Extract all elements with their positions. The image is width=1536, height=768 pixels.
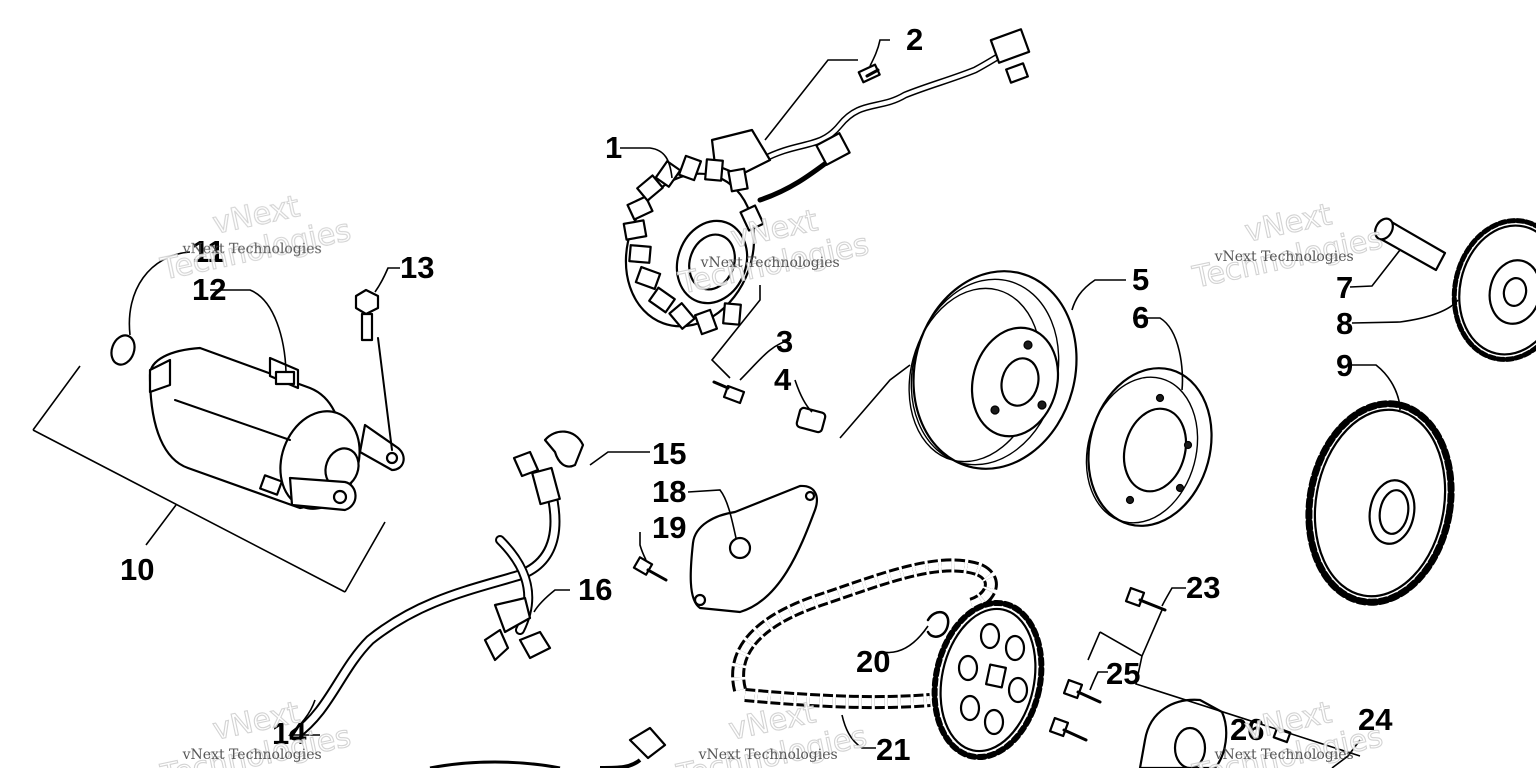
callout-21: 21 (876, 732, 910, 767)
svg-text:vNext Technologies: vNext Technologies (700, 255, 840, 271)
sprocket-9 (1305, 400, 1455, 606)
starter-motor (148, 346, 405, 512)
flywheel (908, 270, 1078, 470)
callout-numbers: 1 2 3 4 5 6 7 8 9 10 11 12 13 14 15 16 1… (120, 22, 1393, 767)
stator-teeth (622, 154, 765, 336)
svg-text:vNext Technologies: vNext Technologies (698, 747, 838, 763)
callout-8: 8 (1336, 306, 1353, 341)
screw-19 (632, 556, 668, 582)
timing-chain (731, 558, 998, 710)
starter-clutch (1085, 367, 1213, 527)
cam-sprocket (931, 599, 1045, 761)
callout-3: 3 (776, 324, 793, 359)
tensioner-24 (1138, 698, 1228, 768)
callout-4: 4 (774, 362, 792, 397)
callout-20: 20 (856, 644, 890, 679)
svg-text:vNext Technologies: vNext Technologies (1214, 249, 1354, 265)
callout-19: 19 (652, 510, 686, 545)
svg-text:vNext Technologies: vNext Technologies (182, 241, 322, 257)
callout-9: 9 (1336, 348, 1353, 383)
screw-25 (1062, 678, 1102, 704)
callout-25: 25 (1106, 656, 1140, 691)
starter-cable (289, 450, 561, 741)
o-ring-11 (110, 334, 136, 366)
screw-2 (857, 63, 881, 84)
cable-bottom (429, 726, 667, 768)
callout-5: 5 (1132, 262, 1149, 297)
cover-18 (689, 484, 818, 614)
terminal-boot-16 (483, 596, 532, 662)
shaft-7 (1374, 217, 1447, 272)
callout-26: 26 (1230, 712, 1264, 747)
callout-13: 13 (400, 250, 434, 285)
screw-23 (1124, 586, 1167, 612)
callout-2: 2 (906, 22, 923, 57)
screw-lower (1048, 716, 1088, 742)
leader-lines (32, 39, 1459, 768)
terminal-boot-15 (543, 430, 585, 468)
callout-15: 15 (652, 436, 686, 471)
callout-11: 11 (192, 234, 225, 269)
gear-8 (1451, 218, 1536, 362)
callout-12: 12 (192, 272, 226, 307)
bolt-4 (795, 406, 827, 434)
callout-1: 1 (605, 130, 622, 165)
svg-text:vNext Technologies: vNext Technologies (182, 747, 322, 763)
callout-16: 16 (578, 572, 612, 607)
svg-text:vNext Technologies: vNext Technologies (1214, 747, 1354, 763)
callout-23: 23 (1186, 570, 1220, 605)
watermark-1: vNext Technologies vNext Technologies (157, 189, 355, 289)
callout-7: 7 (1336, 270, 1353, 305)
screw-3 (712, 380, 746, 405)
callout-10: 10 (120, 552, 154, 587)
callout-18: 18 (652, 474, 686, 509)
stator-assembly (622, 28, 1031, 336)
callout-24: 24 (1358, 702, 1393, 737)
callout-6: 6 (1132, 300, 1149, 335)
clip-20 (926, 611, 950, 638)
bolt-13 (354, 288, 393, 451)
watermark-3: vNext Technologies vNext Technologies (1189, 197, 1387, 297)
callout-14: 14 (272, 716, 307, 751)
